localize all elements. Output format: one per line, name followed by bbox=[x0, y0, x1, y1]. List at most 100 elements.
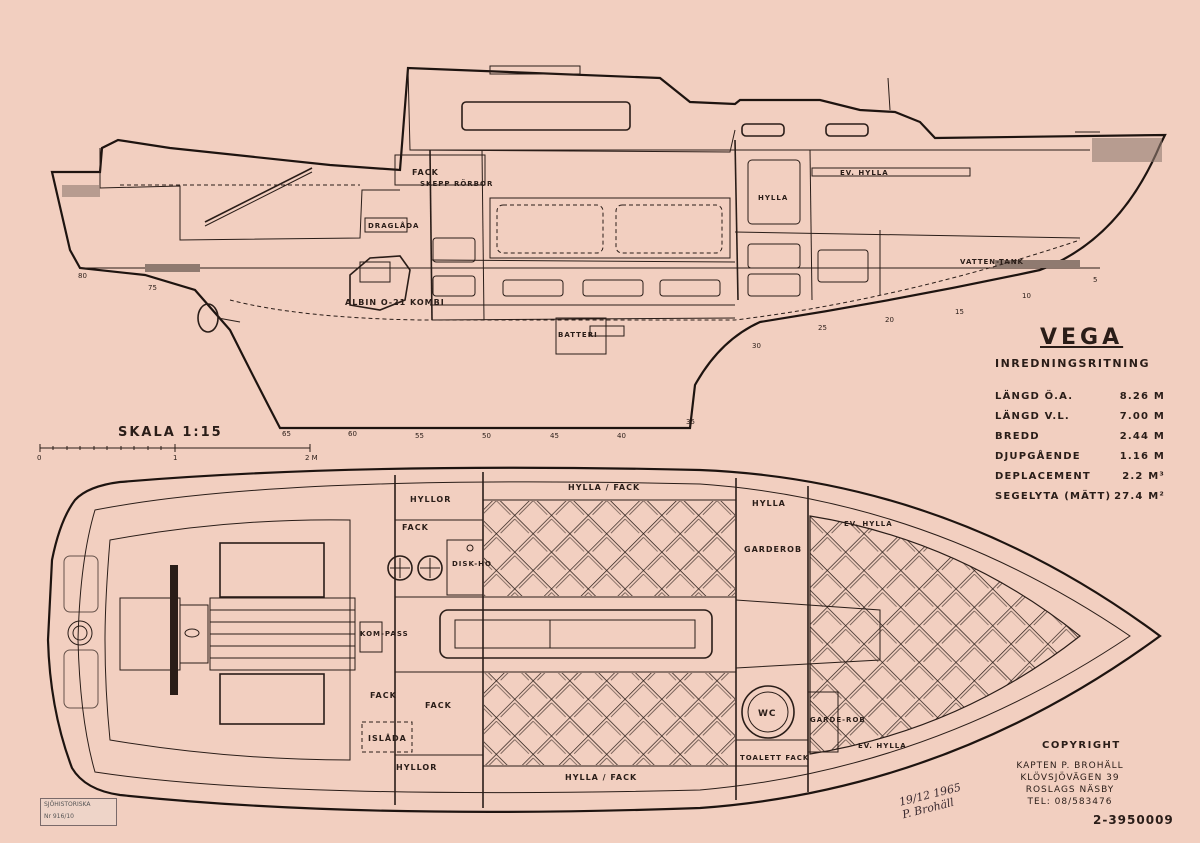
settee-cushion-fwd bbox=[615, 204, 723, 254]
station-65: 65 bbox=[282, 430, 291, 438]
cockpit-seat-bottom bbox=[219, 673, 325, 725]
address-line: KAPTEN P. BROHÄLL bbox=[1016, 761, 1124, 771]
station-60: 60 bbox=[348, 430, 357, 438]
settee-berth-starboard bbox=[484, 673, 735, 765]
label-ev-hylla: EV. HYLLA bbox=[840, 169, 889, 177]
label-fack-top: FACK bbox=[402, 523, 429, 532]
station-10: 10 bbox=[1022, 292, 1031, 300]
label-ev-hylla-top: EV. HYLLA bbox=[844, 520, 893, 528]
drawing-number: 2-3950009 bbox=[1093, 813, 1174, 827]
cabin-window-main bbox=[461, 101, 631, 131]
stamp-line-2: Nr 916/10 bbox=[44, 813, 74, 820]
label-hyllor-bottom: HYLLOR bbox=[396, 763, 437, 772]
label-ev-hylla-bottom: EV. HYLLA bbox=[858, 742, 907, 750]
station-80: 80 bbox=[78, 272, 87, 280]
copyright-heading: COPYRIGHT bbox=[1042, 740, 1121, 751]
settee-berth-port bbox=[484, 501, 735, 596]
station-55: 55 bbox=[415, 432, 424, 440]
propeller bbox=[197, 303, 219, 333]
station-30: 30 bbox=[752, 342, 761, 350]
spec-label: DJUPGÅENDE bbox=[995, 451, 1081, 462]
spec-label: SEGELYTA (MÄTT) bbox=[995, 491, 1112, 502]
station-numbers: 80 75 65 60 55 50 45 40 35 30 25 20 15 1… bbox=[78, 272, 1097, 440]
spec-value: 27.4 M² bbox=[1114, 491, 1165, 502]
address-line: ROSLAGS NÄSBY bbox=[1025, 785, 1115, 795]
station-50: 50 bbox=[482, 432, 491, 440]
label-fack: FACK bbox=[412, 168, 439, 177]
label-hylla-fack-bottom: HYLLA / FACK bbox=[565, 773, 637, 782]
spec-label: LÄNGD V.L. bbox=[995, 411, 1070, 422]
scale-tick-0: 0 bbox=[37, 454, 41, 462]
label-toalett-fack: TOALETT FACK bbox=[740, 754, 809, 762]
icebox bbox=[361, 721, 413, 753]
scale-tick-1: 1 bbox=[173, 454, 177, 462]
scale-label: SKALA 1:15 bbox=[118, 425, 223, 440]
spec-value: 2.2 M³ bbox=[1122, 471, 1165, 482]
station-35: 35 bbox=[686, 418, 695, 426]
profile-hull-outline bbox=[50, 66, 1167, 430]
label-garderob-small: GARDE-ROB bbox=[810, 716, 866, 724]
wc-bowl bbox=[741, 685, 795, 739]
stove-burner-2 bbox=[417, 555, 443, 581]
stove-burner-1 bbox=[387, 555, 413, 581]
spec-value: 7.00 M bbox=[1119, 411, 1165, 422]
scale-bar: 0 1 2 M bbox=[37, 444, 318, 462]
station-15: 15 bbox=[955, 308, 964, 316]
label-fack-right: FACK bbox=[425, 701, 452, 710]
spec-row-length-overall: LÄNGD Ö.A. 8.26 M bbox=[995, 387, 1165, 407]
label-garderob: GARDEROB bbox=[744, 545, 802, 554]
spec-value: 8.26 M bbox=[1119, 391, 1165, 402]
archive-stamp: SJÖHISTORISKA Nr 916/10 bbox=[40, 798, 117, 826]
plan-hull-outline bbox=[46, 466, 1162, 813]
address-line: KLÖVSJÖVÄGEN 39 bbox=[1020, 773, 1120, 783]
copyright-address: KAPTEN P. BROHÄLL KLÖVSJÖVÄGEN 39 ROSLAG… bbox=[1000, 760, 1140, 808]
spec-row-displacement: DEPLACEMENT 2.2 M³ bbox=[995, 467, 1165, 487]
spec-label: LÄNGD Ö.A. bbox=[995, 391, 1074, 402]
label-vattentank: VATTEN-TANK bbox=[960, 258, 1024, 266]
spec-row-sail-area: SEGELYTA (MÄTT)27.4 M² bbox=[995, 487, 1165, 507]
spec-value: 2.44 M bbox=[1119, 431, 1165, 442]
station-5: 5 bbox=[1093, 276, 1097, 284]
label-kompass: KOM-PASS bbox=[360, 630, 409, 638]
spec-label: DEPLACEMENT bbox=[995, 471, 1091, 482]
spec-row-waterline-length: LÄNGD V.L. 7.00 M bbox=[995, 407, 1165, 427]
cockpit-seat-top bbox=[219, 542, 325, 598]
cabin-roof bbox=[407, 67, 736, 153]
specs-table: LÄNGD Ö.A. 8.26 M LÄNGD V.L. 7.00 M BREDD 2… bbox=[995, 387, 1165, 507]
spec-row-draft: DJUPGÅENDE 1.16 M bbox=[995, 447, 1165, 467]
station-20: 20 bbox=[885, 316, 894, 324]
label-wc: WC bbox=[758, 709, 777, 719]
saloon-table bbox=[439, 609, 713, 659]
spec-label: BREDD bbox=[995, 431, 1040, 442]
label-hylla-top: HYLLA bbox=[752, 499, 786, 508]
cabin-window-fwd-1 bbox=[741, 123, 785, 137]
label-batteri: BATTERI bbox=[558, 331, 598, 339]
label-skeppsror: SKEPP RÖRBOR bbox=[420, 179, 493, 188]
address-line: TEL: 08/583476 bbox=[1027, 797, 1113, 807]
spec-value: 1.16 M bbox=[1119, 451, 1165, 462]
settee-cushion-aft bbox=[496, 204, 604, 254]
vee-berth bbox=[809, 515, 1081, 755]
scale-tick-2: 2 M bbox=[305, 454, 318, 462]
label-hylla: HYLLA bbox=[758, 194, 788, 202]
station-40: 40 bbox=[617, 432, 626, 440]
label-engine: ALBIN O-21 KOMBI bbox=[345, 298, 445, 307]
drawing-subtitle: INREDNINGSRITNING bbox=[995, 357, 1150, 370]
engine bbox=[349, 255, 411, 311]
label-fack-left: FACK bbox=[370, 691, 397, 700]
label-diskho: DISK-HO bbox=[452, 560, 492, 568]
label-islada: ISLÅDA bbox=[368, 733, 407, 743]
plan-view: HYLLOR HYLLA / FACK HYLLA EV. HYLLA FACK… bbox=[46, 466, 1162, 813]
label-hyllor-top: HYLLOR bbox=[410, 495, 451, 504]
profile-view: FACK SKEPP RÖRBOR DRAGLÅDA ALBIN O-21 KO… bbox=[50, 65, 1167, 440]
stamp-line-1: SJÖHISTORISKA bbox=[44, 801, 91, 808]
station-75: 75 bbox=[148, 284, 157, 292]
cabin-window-fwd-2 bbox=[825, 123, 869, 137]
label-draglada: DRAGLÅDA bbox=[368, 221, 419, 230]
spec-row-beam: BREDD 2.44 M bbox=[995, 427, 1165, 447]
drawing-title: VEGA bbox=[1040, 325, 1124, 350]
station-25: 25 bbox=[818, 324, 827, 332]
label-hylla-fack-top: HYLLA / FACK bbox=[568, 483, 640, 492]
station-45: 45 bbox=[550, 432, 559, 440]
